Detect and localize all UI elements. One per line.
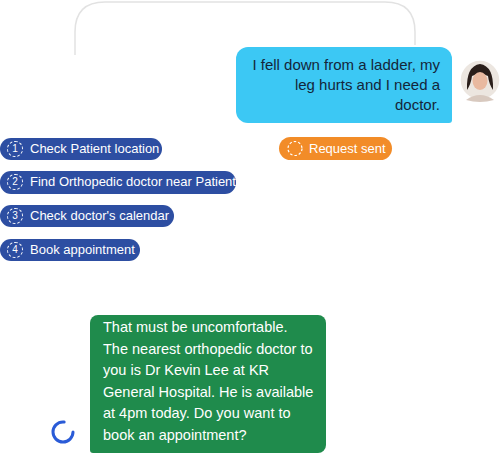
message-text: That must be uncomfortable. The nearest … (103, 317, 314, 446)
message-text: Check Patient location (30, 141, 159, 156)
message-text: Request sent (309, 141, 386, 156)
step-number: 1 (7, 141, 23, 157)
loading-spinner (53, 422, 73, 442)
step-pill: 2 Find Orthopedic doctor near Patient (0, 171, 236, 194)
user-avatar (460, 60, 500, 102)
step-pill: 1 Check Patient location (0, 138, 162, 160)
user-message: I fell down from a ladder, my leg hurts … (236, 47, 452, 123)
status-pill: Request sent (279, 137, 392, 160)
step-pill: 3 Check doctor's calendar (0, 205, 174, 227)
step-number: 2 (7, 174, 23, 190)
step-pill: 4 Book appointment (0, 239, 140, 261)
assistant-message: That must be uncomfortable. The nearest … (90, 315, 326, 453)
message-text: Book appointment (30, 242, 135, 257)
step-number: 3 (7, 208, 23, 224)
message-text: Check doctor's calendar (30, 208, 169, 223)
step-number: 4 (7, 242, 23, 258)
status-icon (287, 140, 303, 156)
message-text: I fell down from a ladder, my leg hurts … (252, 56, 440, 113)
message-text: Find Orthopedic doctor near Patient (30, 174, 236, 189)
